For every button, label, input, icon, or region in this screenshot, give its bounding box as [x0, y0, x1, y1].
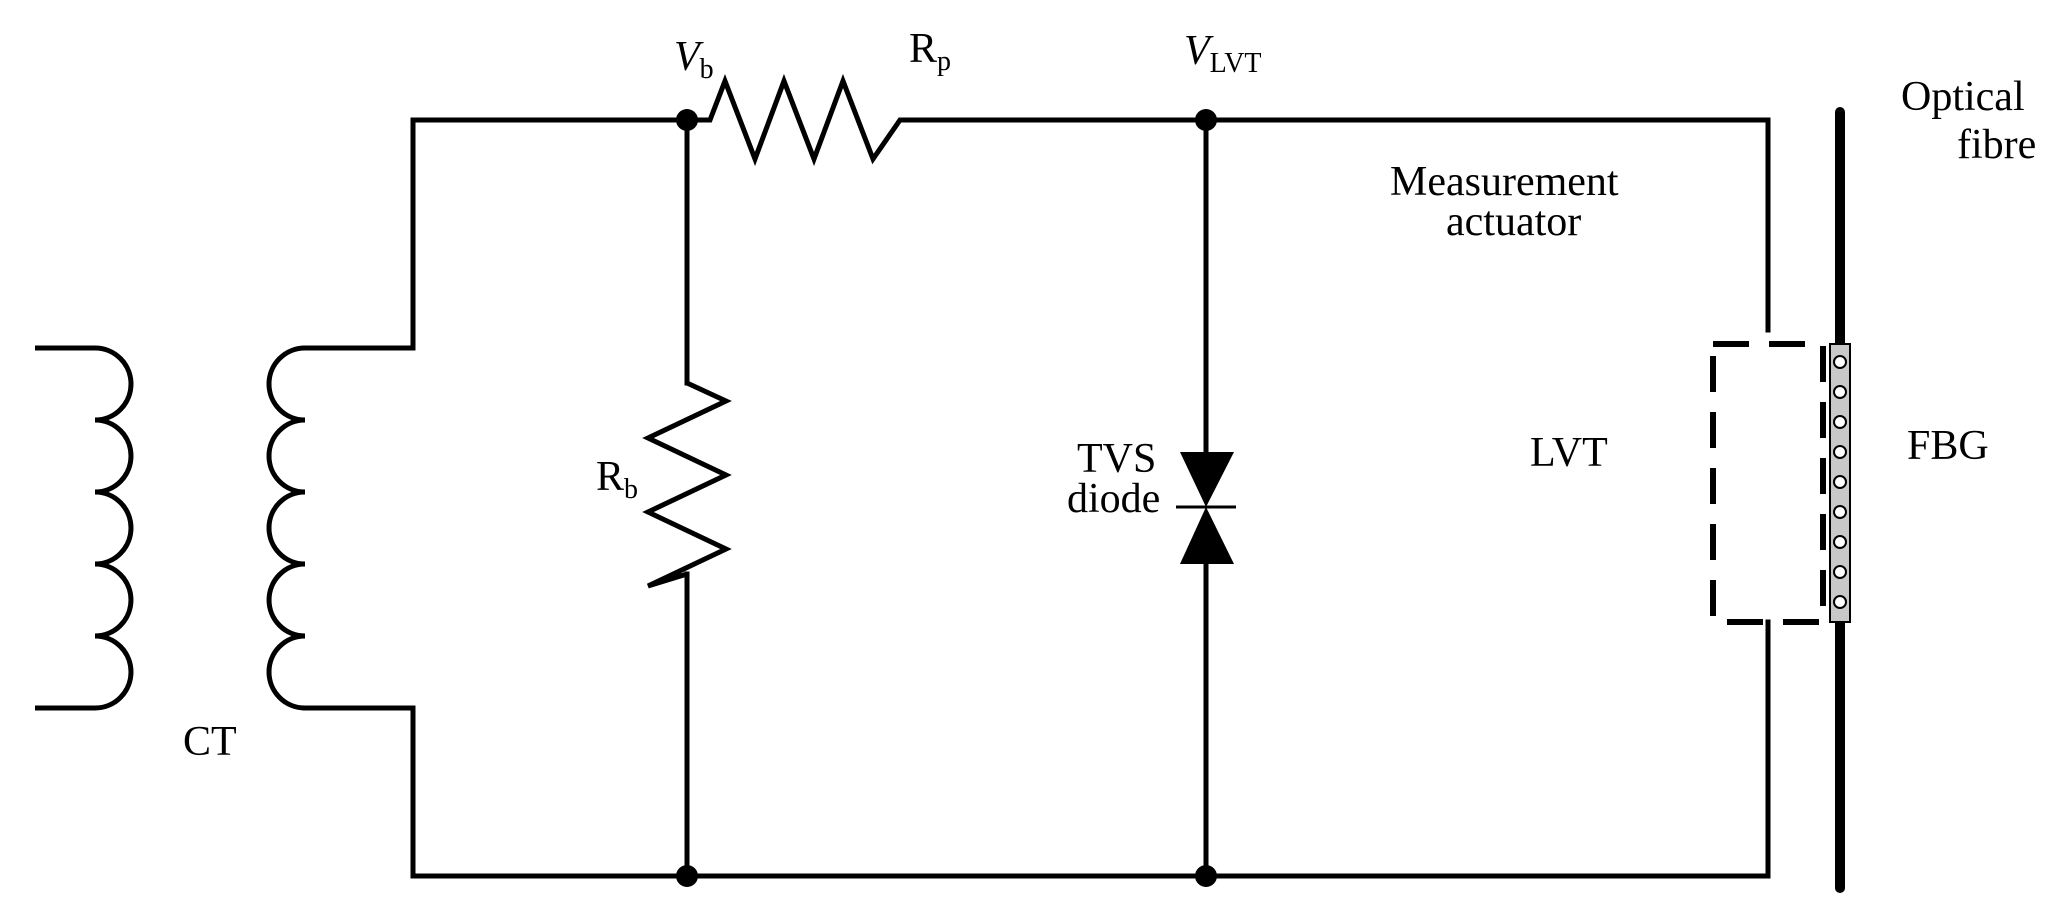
junction-vlvt: [1195, 109, 1217, 131]
lvt-label: LVT: [1530, 430, 1608, 476]
optical-fibre-label-line2: fibre: [1957, 122, 2036, 168]
fbg-label: FBG: [1907, 423, 1989, 469]
lvt-dashed-box: [1710, 341, 1826, 625]
optical-fibre-label-line1: Optical: [1901, 74, 2025, 120]
fbg-grating: [1829, 343, 1851, 623]
rb-label: Rb: [596, 454, 638, 505]
ct-label: CT: [183, 719, 237, 765]
ct-top-lead: [302, 117, 688, 351]
resistor-rp: [685, 73, 1026, 167]
resistor-rb: [642, 380, 732, 589]
junction-tvs-bottom: [1195, 865, 1217, 887]
tvs-diode-label-line1: TVS: [1077, 436, 1156, 482]
ct-bottom-lead: [302, 705, 1771, 879]
tvs-diode-symbol: [1176, 407, 1236, 593]
tvs-diode-label-line2: diode: [1067, 476, 1160, 522]
vb-label: Vb: [674, 34, 714, 85]
ct-secondary-winding: [266, 345, 306, 711]
ct-primary-winding: [35, 345, 134, 711]
top-rail-right: [1023, 117, 1771, 333]
measurement-actuator-label-line2: actuator: [1446, 199, 1581, 245]
junction-vb: [676, 109, 698, 131]
measurement-actuator-label-line1: Measurement: [1390, 159, 1619, 205]
junction-rb-bottom: [676, 865, 698, 887]
vlvt-label: VLVT: [1184, 28, 1262, 79]
rp-label: Rp: [909, 26, 951, 77]
